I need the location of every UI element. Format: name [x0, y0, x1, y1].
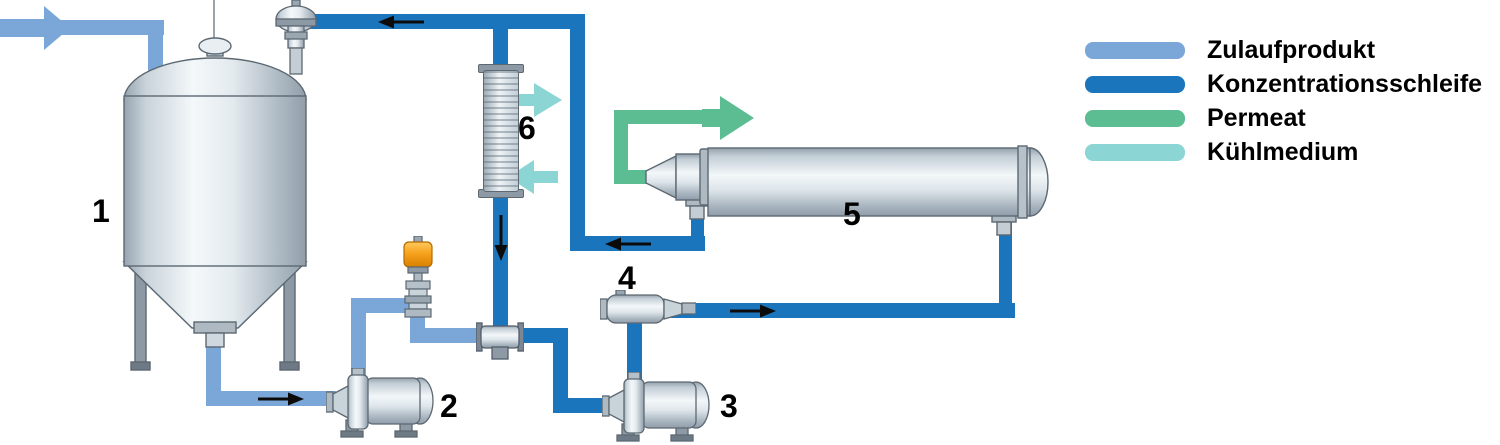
- legend-item-permeat: Permeat: [1085, 103, 1482, 132]
- legend-swatch-concentration-loop: [1085, 75, 1185, 93]
- flow-arrow-down-icon: [494, 215, 508, 261]
- feed-pipe-inlet-horizontal: [58, 20, 164, 35]
- loop-pump-icon: [602, 372, 710, 442]
- inline-valve-label: 4: [618, 260, 636, 296]
- tank-shaft-line: [213, 0, 215, 44]
- flow-arrow-left-icon: [378, 15, 424, 29]
- legend: Zulaufprodukt Konzentrationsschleife Per…: [1085, 35, 1483, 174]
- loop-pump-label: 3: [720, 388, 738, 424]
- legend-label: Zulaufprodukt: [1207, 35, 1376, 64]
- loop-top-horizontal: [298, 14, 585, 29]
- cooling-in-arrow-icon: [508, 160, 558, 194]
- legend-item-zulaufprodukt: Zulaufprodukt: [1085, 35, 1482, 64]
- legend-label: Konzentrationsschleife: [1207, 69, 1483, 98]
- feed-pump-icon: [326, 368, 434, 438]
- permeate-pipe-vertical: [614, 110, 628, 184]
- tee-fitting-icon: [476, 322, 524, 360]
- flow-arrow-left-icon: [605, 237, 651, 251]
- membrane-module-label: 5: [843, 196, 861, 232]
- flow-arrow-right-icon: [730, 304, 776, 318]
- feed-pump-label: 2: [440, 388, 458, 424]
- legend-label: Kühlmedium: [1207, 137, 1359, 166]
- loop-riser-vertical: [570, 14, 585, 251]
- flow-arrow-right-icon: [258, 392, 304, 406]
- membrane-module-icon: [645, 145, 1049, 236]
- heat-exchanger-icon: [483, 70, 519, 192]
- legend-swatch-feed-line: [1085, 41, 1185, 59]
- heat-exchanger-label: 6: [518, 110, 536, 146]
- control-valve-icon: [403, 236, 433, 318]
- permeate-out-arrow-icon: [702, 96, 754, 140]
- tank-outlet-pipe-vertical: [206, 342, 221, 406]
- legend-item-konzentrationsschleife: Konzentrationsschleife: [1085, 69, 1483, 98]
- pressure-relief-valve-icon: [275, 0, 317, 75]
- loop-main-horizontal: [627, 303, 1015, 318]
- legend-item-kuehlmedium: Kühlmedium: [1085, 137, 1482, 166]
- legend-swatch-permeate: [1085, 109, 1185, 127]
- loop-down-to-pump-vertical: [553, 328, 568, 408]
- storage-tank-icon: [122, 37, 308, 371]
- permeate-pipe-horizontal: [614, 110, 706, 124]
- feed-inlet-arrow-icon: [0, 6, 70, 50]
- legend-label: Permeat: [1207, 103, 1306, 132]
- inline-valve-icon: [600, 290, 696, 324]
- cooling-out-arrow-icon: [514, 83, 562, 117]
- loop-pump-suction-horizontal: [553, 398, 613, 413]
- legend-swatch-cooling-medium: [1085, 143, 1185, 161]
- tank-label: 1: [92, 193, 110, 229]
